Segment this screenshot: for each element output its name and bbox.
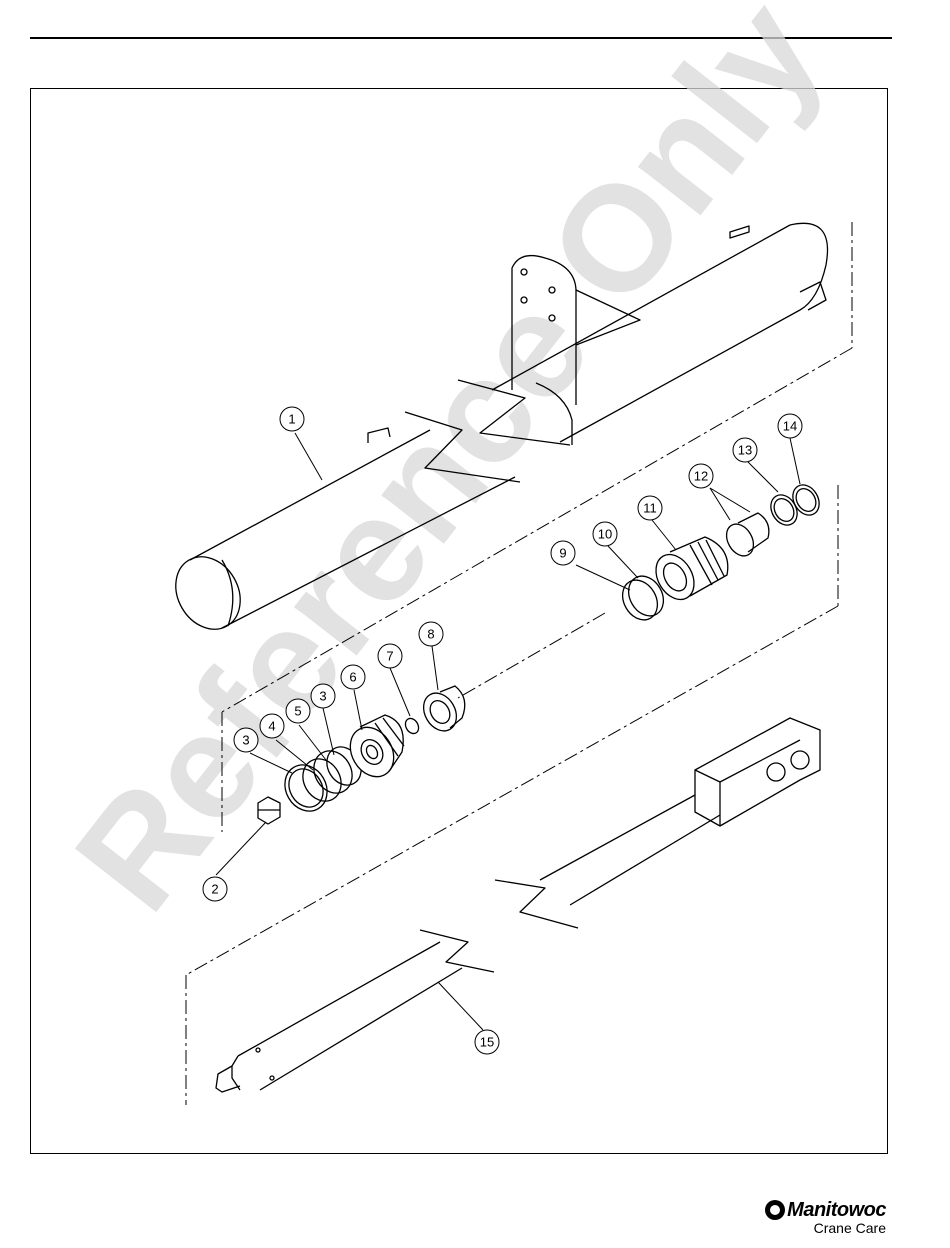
- callout-2: 2: [203, 877, 227, 901]
- callout-12: 12: [689, 464, 713, 488]
- svg-text:12: 12: [694, 469, 708, 484]
- svg-text:15: 15: [480, 1035, 494, 1050]
- callout-6: 6: [341, 665, 365, 689]
- svg-text:1: 1: [288, 412, 295, 427]
- callout-3a: 3: [234, 728, 258, 752]
- manitowoc-logo: Manitowoc Crane Care: [765, 1200, 886, 1236]
- svg-text:11: 11: [643, 501, 657, 516]
- logo-brand-text: Manitowoc: [787, 1200, 886, 1220]
- svg-text:3: 3: [242, 733, 249, 748]
- callout-9: 9: [551, 541, 575, 565]
- svg-text:2: 2: [211, 882, 218, 897]
- callout-7: 7: [378, 644, 402, 668]
- callout-5: 5: [286, 699, 310, 723]
- callout-15: 15: [475, 1030, 499, 1054]
- svg-text:5: 5: [294, 704, 301, 719]
- callout-10: 10: [593, 522, 617, 546]
- svg-text:3: 3: [319, 689, 326, 704]
- callout-8: 8: [419, 622, 443, 646]
- svg-text:6: 6: [349, 670, 356, 685]
- svg-text:7: 7: [386, 649, 393, 664]
- svg-text:10: 10: [598, 527, 612, 542]
- callout-4: 4: [260, 714, 284, 738]
- callout-14: 14: [778, 414, 802, 438]
- manitowoc-logo-icon: [765, 1200, 785, 1220]
- svg-text:9: 9: [559, 546, 566, 561]
- svg-text:4: 4: [268, 719, 275, 734]
- svg-text:14: 14: [783, 419, 797, 434]
- callout-13: 13: [733, 438, 757, 462]
- svg-text:13: 13: [738, 443, 752, 458]
- callout-1: 1: [280, 407, 304, 431]
- logo-subtitle: Crane Care: [765, 1220, 886, 1236]
- callout-3b: 3: [311, 684, 335, 708]
- callout-11: 11: [638, 496, 662, 520]
- svg-text:8: 8: [427, 627, 434, 642]
